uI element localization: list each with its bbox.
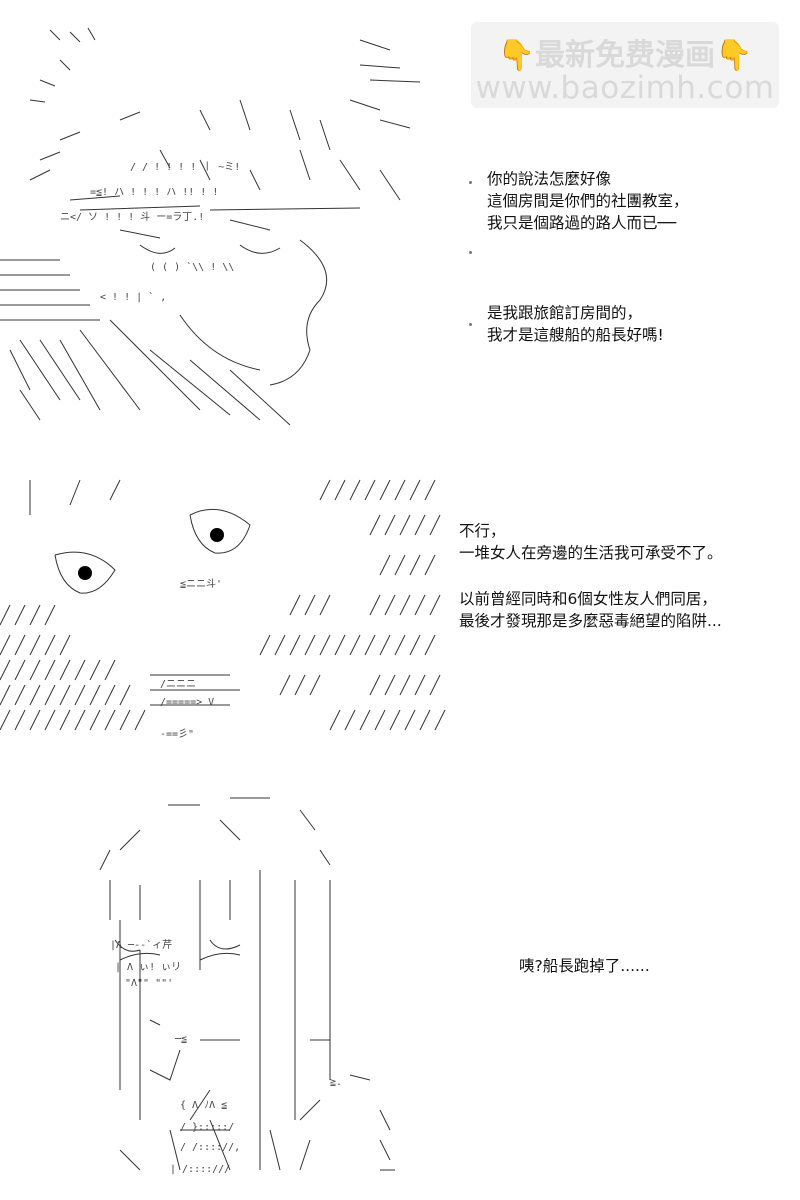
svg-text:≦ニニ斗': ≦ニニ斗' (180, 578, 222, 590)
bullet-dot (469, 323, 472, 326)
svg-text:|Λ ─--`ィ芹: |Λ ─--`ィ芹 (110, 939, 172, 951)
svg-text:| /::::///: | /::::/// (170, 1164, 230, 1175)
watermark-url: www.baozimh.com (475, 70, 775, 106)
dialogue-line: 咦?船長跑掉了...... (519, 957, 650, 975)
panel2-dialogue-2: 以前曾經同時和6個女性友人們同居， 最後才發現那是多麼惡毒絕望的陷阱... (459, 588, 722, 632)
dialogue-line: 你的說法怎麼好像 (487, 170, 612, 188)
svg-text:/ }:::::/: / }:::::/ (180, 1122, 234, 1133)
svg-text:/ / ! ! ! ! 丨 ~ミ!: / / ! ! ! ! 丨 ~ミ! (130, 161, 240, 173)
svg-text:| Λ ぃ! ぃリ: | Λ ぃ! ぃリ (115, 962, 181, 973)
svg-text:≧.: ≧. (330, 1077, 342, 1088)
dialogue-line: 以前曾經同時和6個女性友人們同居， (459, 590, 717, 608)
watermark-banner: 👇最新免费漫画👇 www.baozimh.com (471, 22, 779, 108)
panel3-dialogue-1: 咦?船長跑掉了...... (519, 955, 650, 977)
panel1-dialogue-1: 你的說法怎麼好像 這個房間是你們的社團教室， 我只是個路過的路人而已── (487, 168, 689, 234)
pointing-hand-icon: 👇 (497, 38, 535, 73)
svg-text:─≦: ─≦ (174, 1034, 187, 1045)
svg-text:"Λ"" ""': "Λ"" ""' (125, 978, 173, 989)
panel3-ascii-art: |Λ ─--`ィ芹 | Λ ぃ! ぃリ "Λ"" ""' ─≦ ≧. { Λ ﾉ… (80, 790, 420, 1180)
dialogue-line: 是我跟旅館訂房間的， (487, 304, 643, 322)
dialogue-line: 一堆女人在旁邊的生活我可承受不了。 (459, 544, 723, 562)
panel2-dialogue-1: 不行， 一堆女人在旁邊的生活我可承受不了。 (459, 520, 723, 564)
dialogue-line: 我才是這艘船的船長好嗎! (487, 326, 664, 344)
svg-text:< ! ! | ` ,: < ! ! | ` , (100, 291, 166, 303)
watermark-title-row: 👇最新免费漫画👇 (471, 30, 779, 74)
dialogue-line: 最後才發現那是多麼惡毒絕望的陷阱... (459, 612, 722, 630)
svg-text:ニ</ ソ ! ! ! 斗 ー=ラ丁.!: ニ</ ソ ! ! ! 斗 ー=ラ丁.! (60, 211, 204, 223)
svg-text:/=====> V: /=====> V (160, 697, 214, 708)
svg-text:/ /:::://,: / /:::://, (180, 1142, 240, 1153)
svg-text:-==彡": -==彡" (160, 729, 194, 740)
svg-text:=≦! ハ ! ! ! ハ !! ! !: =≦! ハ ! ! ! ハ !! ! ! (90, 187, 218, 198)
bullet-dot (469, 251, 472, 254)
dialogue-line: 不行， (459, 522, 506, 540)
dialogue-line: 這個房間是你們的社團教室， (487, 192, 689, 210)
dialogue-line: 我只是個路過的路人而已── (487, 214, 677, 232)
svg-text:{ Λ ﾉΛ ≦: { Λ ﾉΛ ≦ (180, 1100, 227, 1111)
panel1-dialogue-2: 是我跟旅館訂房間的， 我才是這艘船的船長好嗎! (487, 302, 664, 346)
pointing-hand-icon: 👇 (715, 38, 753, 73)
svg-text:( ( ) `\\ ! \\: ( ( ) `\\ ! \\ (150, 261, 234, 273)
watermark-title: 最新免费漫画 (535, 38, 715, 73)
svg-text:/ニニニ: /ニニニ (160, 679, 196, 690)
panel1-ascii-art: / / ! ! ! ! 丨 ~ミ! =≦! ハ ! ! ! ハ !! ! ! ニ… (0, 20, 450, 430)
bullet-dot (469, 181, 472, 184)
panel2-ascii-art: ≦ニニ斗' /ニニニ /=====> V -==彡" (0, 475, 450, 750)
